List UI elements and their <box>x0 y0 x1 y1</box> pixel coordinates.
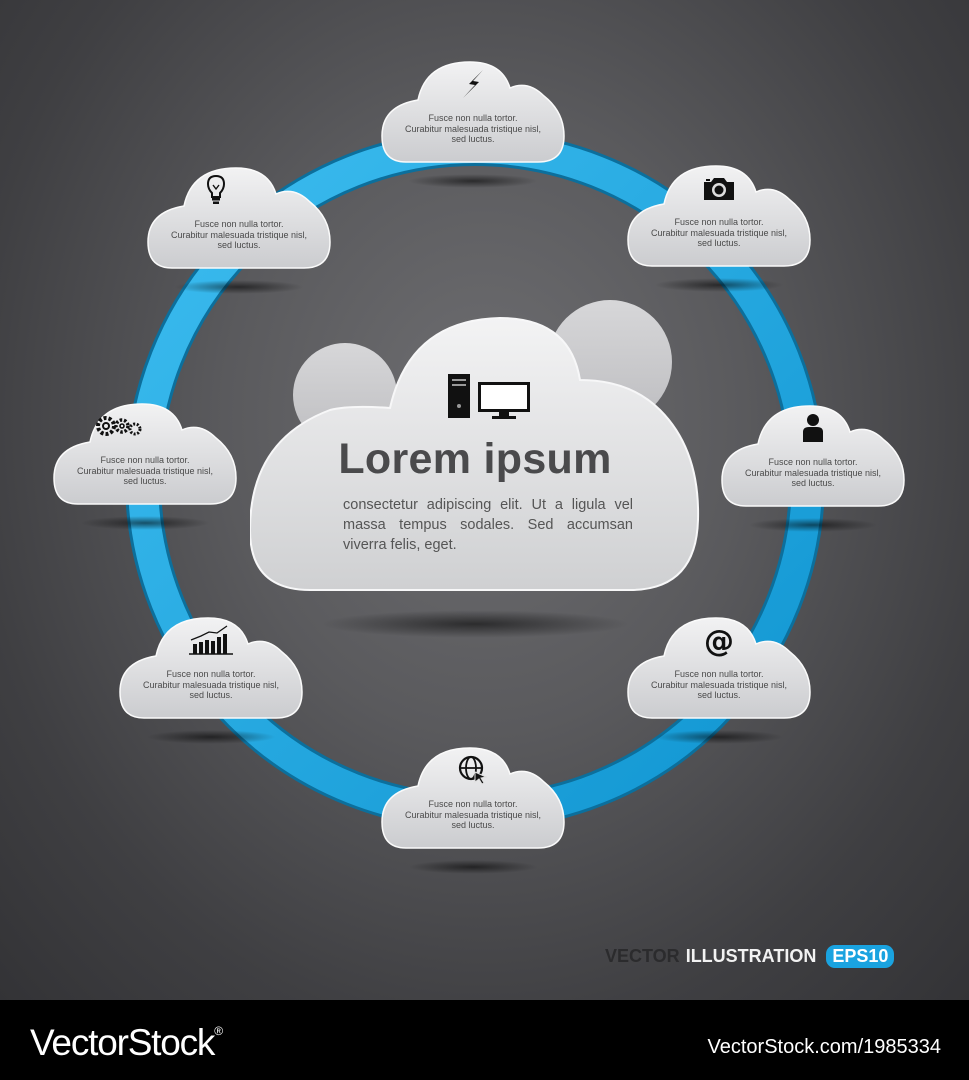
user-icon <box>795 410 831 446</box>
cloud-shadow <box>654 278 784 292</box>
cloud-text: Fusce non nulla tortor. Curabitur malesu… <box>138 669 284 701</box>
cloud-shadow <box>748 518 878 532</box>
cloud-shadow <box>174 280 304 294</box>
cloud-top: Fusce non nulla tortor. Curabitur malesu… <box>378 56 568 188</box>
cloud-line-2: Curabitur malesuada tristique nisl, <box>404 123 542 134</box>
cloud-line-1: Fusce non nulla tortor. <box>674 217 764 227</box>
cloud-left: Fusce non nulla tortor. Curabitur malesu… <box>50 398 240 530</box>
cloud-right: Fusce non nulla tortor. Curabitur malesu… <box>718 400 908 532</box>
center-cloud: Lorem ipsum consectetur adipiscing elit.… <box>248 300 700 638</box>
cloud-shape <box>53 403 237 505</box>
cloud-line-1: Fusce non nulla tortor. <box>674 669 764 679</box>
cloud-line-3: sed luctus. <box>697 238 741 248</box>
cloud-shape <box>381 61 565 163</box>
cloud-line-2: Curabitur malesuada tristique nisl, <box>76 465 214 476</box>
cloud-shape <box>721 405 905 507</box>
cloud-shadow <box>146 730 276 744</box>
at-sign-icon: @ <box>701 622 737 659</box>
cloud-line-3: sed luctus. <box>697 690 741 700</box>
cloud-text: Fusce non nulla tortor. Curabitur malesu… <box>166 219 312 251</box>
cloud-line-2: Curabitur malesuada tristique nisl, <box>650 227 788 238</box>
cloud-text: Fusce non nulla tortor. Curabitur malesu… <box>400 113 546 145</box>
center-cloud-shadow <box>320 610 630 638</box>
cloud-shape <box>627 617 811 719</box>
cloud-text: Fusce non nulla tortor. Curabitur malesu… <box>740 457 886 489</box>
cloud-text: Fusce non nulla tortor. Curabitur malesu… <box>400 799 546 831</box>
cloud-line-1: Fusce non nulla tortor. <box>166 669 256 679</box>
cloud-top-right: Fusce non nulla tortor. Curabitur malesu… <box>624 160 814 292</box>
cloud-shadow <box>408 860 538 874</box>
cloud-shape <box>147 167 331 269</box>
cloud-line-1: Fusce non nulla tortor. <box>768 457 858 467</box>
center-cloud-shape <box>248 300 700 591</box>
cloud-text: Fusce non nulla tortor. Curabitur malesu… <box>72 455 218 487</box>
watermark-bar: VectorStock® VectorStock.com/1985334 <box>0 1000 969 1080</box>
cloud-line-3: sed luctus. <box>217 240 261 250</box>
bar-chart-icon <box>187 622 235 658</box>
cloud-line-3: sed luctus. <box>123 476 167 486</box>
cloud-line-1: Fusce non nulla tortor. <box>428 799 518 809</box>
cloud-shadow <box>408 174 538 188</box>
cloud-shape <box>119 617 303 719</box>
computer-tower-monitor-icon <box>444 372 534 424</box>
infographic-canvas: Lorem ipsum consectetur adipiscing elit.… <box>0 0 969 1000</box>
vectorstock-logo: VectorStock® <box>30 1022 223 1064</box>
tag-vector: VECTOR <box>605 945 680 966</box>
vector-illustration-tag: VECTOR ILLUSTRATION EPS10 <box>605 944 895 968</box>
globe-cursor-icon <box>455 752 491 788</box>
cloud-bottom-left: Fusce non nulla tortor. Curabitur malesu… <box>116 612 306 744</box>
brand-name: VectorStock <box>30 1022 215 1063</box>
cloud-bottom-right: @ Fusce non nulla tortor. Curabitur male… <box>624 612 814 744</box>
cloud-shape <box>627 165 811 267</box>
cloud-text: Fusce non nulla tortor. Curabitur malesu… <box>646 217 792 249</box>
cloud-line-2: Curabitur malesuada tristique nisl, <box>170 229 308 240</box>
camera-icon <box>701 170 737 206</box>
cloud-text: Fusce non nulla tortor. Curabitur malesu… <box>646 669 792 701</box>
cloud-line-1: Fusce non nulla tortor. <box>428 113 518 123</box>
cloud-line-3: sed luctus. <box>189 690 233 700</box>
center-title: Lorem ipsum <box>338 435 612 483</box>
lightbulb-icon <box>198 172 234 208</box>
cloud-line-1: Fusce non nulla tortor. <box>194 219 284 229</box>
gears-icon <box>94 408 142 444</box>
svg-text:@: @ <box>704 624 734 658</box>
cloud-shadow <box>80 516 210 530</box>
tag-eps-badge: EPS10 <box>826 944 895 968</box>
cloud-line-3: sed luctus. <box>791 478 835 488</box>
lightning-icon <box>455 66 491 102</box>
center-body-text: consectetur adipiscing elit. Ut a ligula… <box>343 497 633 553</box>
cloud-line-2: Curabitur malesuada tristique nisl, <box>404 809 542 820</box>
cloud-shape <box>381 747 565 849</box>
cloud-line-3: sed luctus. <box>451 820 495 830</box>
cloud-line-2: Curabitur malesuada tristique nisl, <box>142 679 280 690</box>
cloud-line-3: sed luctus. <box>451 134 495 144</box>
registered-mark: ® <box>214 1024 223 1038</box>
image-id-text: VectorStock.com/1985334 <box>707 1036 941 1058</box>
tag-illustration: ILLUSTRATION <box>685 945 817 966</box>
cloud-line-1: Fusce non nulla tortor. <box>100 455 190 465</box>
cloud-line-2: Curabitur malesuada tristique nisl, <box>744 467 882 478</box>
cloud-line-2: Curabitur malesuada tristique nisl, <box>650 679 788 690</box>
cloud-top-left: Fusce non nulla tortor. Curabitur malesu… <box>144 162 334 294</box>
cloud-bottom: Fusce non nulla tortor. Curabitur malesu… <box>378 742 568 874</box>
cloud-shadow <box>654 730 784 744</box>
